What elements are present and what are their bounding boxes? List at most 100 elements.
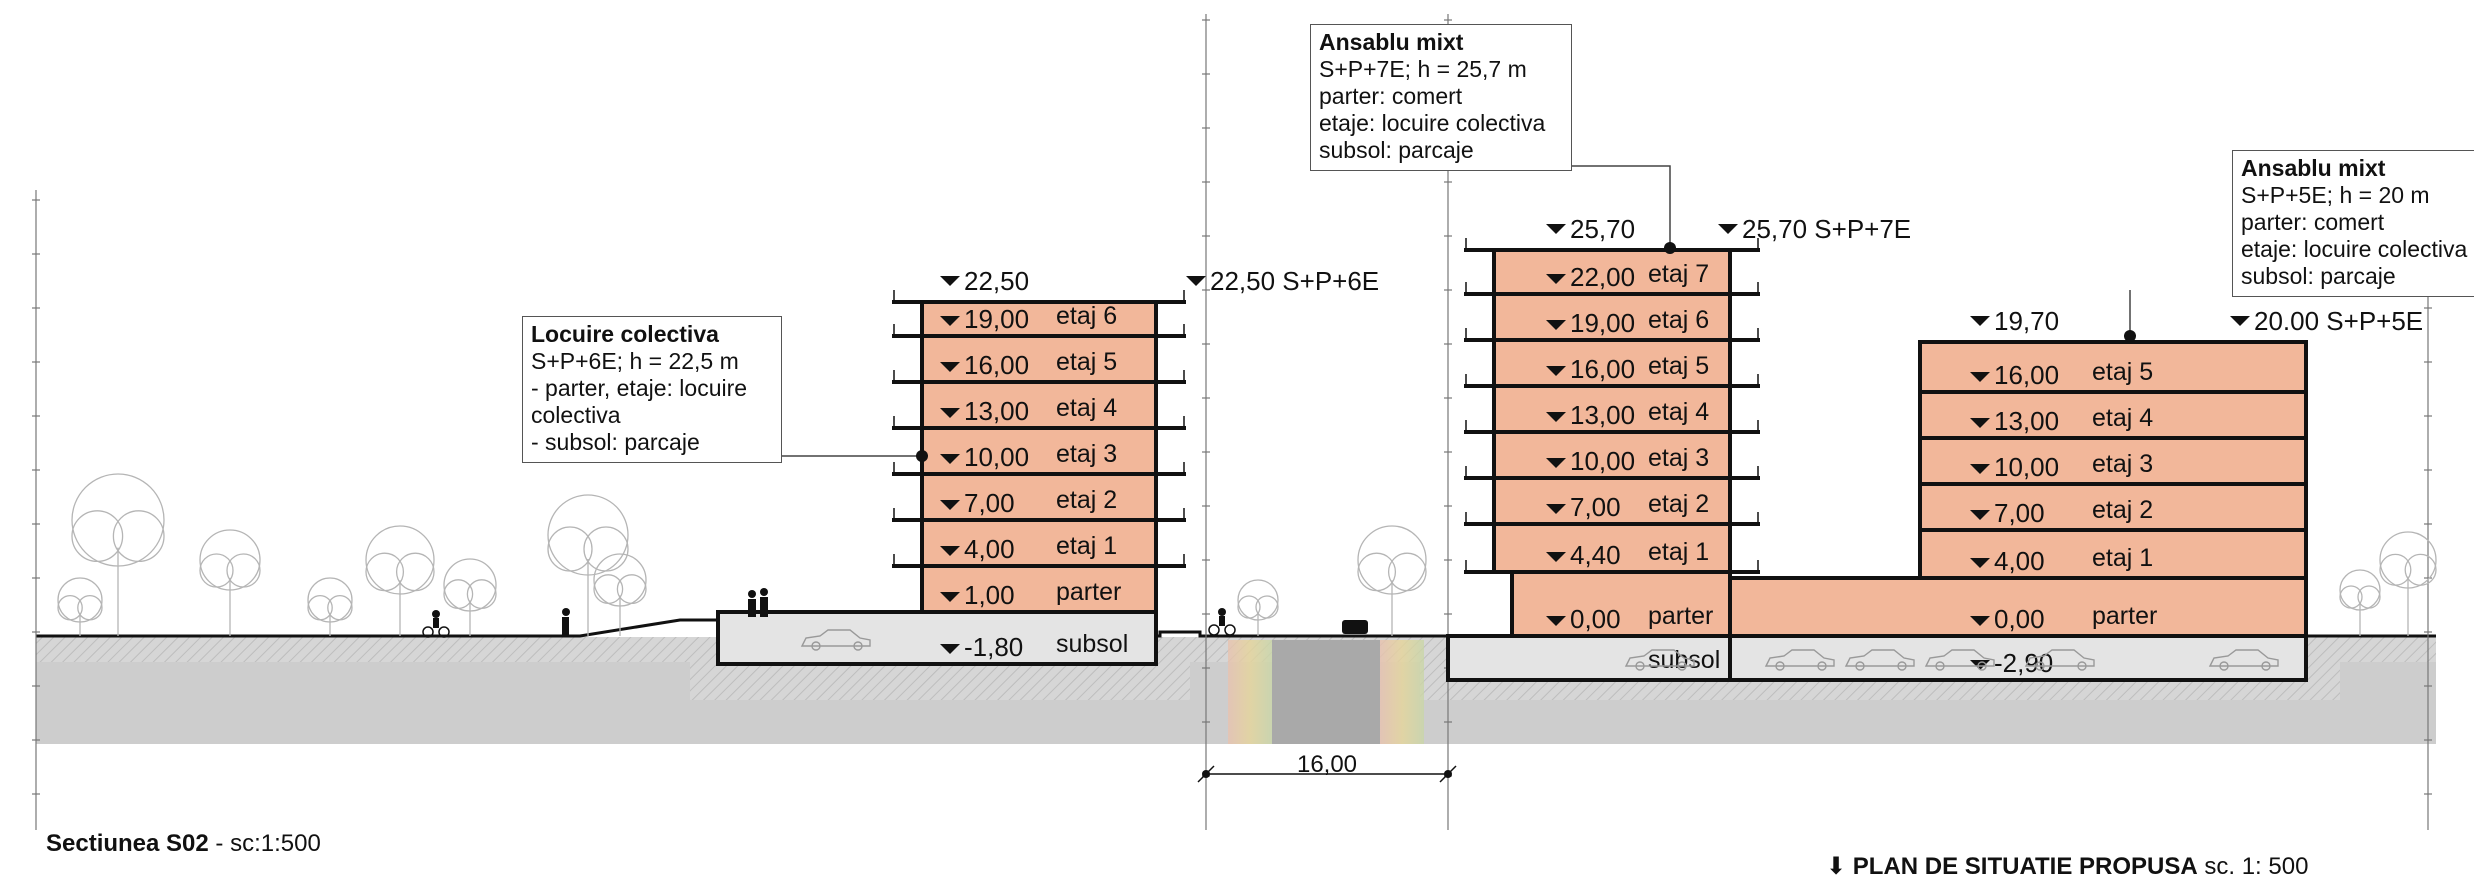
leader-dot-right xyxy=(2124,330,2136,342)
floor-slab xyxy=(1918,340,2308,394)
car xyxy=(2208,649,2279,671)
street-lane-left xyxy=(1228,640,1272,744)
floor-slab xyxy=(920,426,1158,476)
floor-slab xyxy=(1918,528,2308,580)
level-label: 19,00 xyxy=(1570,308,1635,338)
section-scale: - sc:1:500 xyxy=(215,830,321,857)
level-label: 4,40 xyxy=(1570,540,1621,570)
floor-slab xyxy=(1728,576,2308,638)
plan-arrow-icon: ⬇ xyxy=(1826,853,1847,880)
street-lane-right xyxy=(1380,640,1424,744)
basement-slab xyxy=(716,610,1158,666)
car xyxy=(1764,649,1835,671)
floor-name: etaj 6 xyxy=(1056,302,1117,330)
leader-dot-middle xyxy=(1664,242,1676,254)
floor-name: etaj 3 xyxy=(1056,440,1117,468)
floor-name: etaj 7 xyxy=(1648,260,1709,288)
level-marker-icon xyxy=(940,546,960,556)
callout-right-title: Ansablu mixt xyxy=(2241,155,2386,181)
callout-right-line: subsol: parcaje xyxy=(2241,263,2396,289)
height-marker-label: 20.00 S+P+5E xyxy=(2254,306,2423,336)
tree xyxy=(443,558,497,636)
floor-name: etaj 3 xyxy=(1648,444,1709,472)
floor-slab xyxy=(920,300,1158,338)
callout-middle-line: etaje: locuire colectiva xyxy=(1319,110,1546,136)
tree xyxy=(2339,569,2381,636)
floor-slab xyxy=(920,518,1158,568)
callout-right-line: S+P+5E; h = 20 m xyxy=(2241,182,2430,208)
level-label: 1,00 xyxy=(964,580,1015,610)
level-marker-icon xyxy=(1546,320,1566,330)
dimension-dot-right xyxy=(1444,770,1452,778)
buildings: 19,00 etaj 6 16,00 etaj 5 13,00 etaj 4 10,00 et… xyxy=(716,214,2423,682)
floor-name: etaj 3 xyxy=(2092,450,2153,478)
callout-middle-line: S+P+7E; h = 25,7 m xyxy=(1319,56,1527,82)
floor-name: etaj 5 xyxy=(2092,358,2153,386)
level-label: 10,00 xyxy=(1994,452,2059,482)
callout-right: Ansablu mixt S+P+5E; h = 20 m parter: co… xyxy=(2232,150,2474,297)
floor-slab xyxy=(920,380,1158,430)
floor-name: etaj 6 xyxy=(1648,306,1709,334)
level-marker-icon xyxy=(940,644,960,654)
tree xyxy=(199,529,261,636)
tree xyxy=(1357,525,1427,636)
section-title: Sectiunea S02 xyxy=(46,830,209,857)
level-label: -2,90 xyxy=(1994,648,2053,678)
callout-left-line: - parter, etaje: locuire xyxy=(531,375,748,401)
callout-middle-line: subsol: parcaje xyxy=(1319,137,1474,163)
section-caption: Sectiunea S02 - sc:1:500 xyxy=(46,830,321,858)
level-marker-icon xyxy=(1546,412,1566,422)
callout-middle-line: parter: comert xyxy=(1319,83,1463,109)
level-label: 4,00 xyxy=(1994,546,2045,576)
level-label: 16,00 xyxy=(964,350,1029,380)
level-label: 10,00 xyxy=(964,442,1029,472)
callout-middle: Ansablu mixt S+P+7E; h = 25,7 m parter: … xyxy=(1310,24,1572,171)
street-core xyxy=(1272,640,1380,744)
level-label: 0,00 xyxy=(1994,604,2045,634)
level-marker-icon xyxy=(1546,274,1566,284)
tree xyxy=(307,577,353,636)
floor-name: etaj 2 xyxy=(1648,490,1709,518)
callout-left-line: colectiva xyxy=(531,402,621,428)
tree xyxy=(57,577,103,636)
level-marker-icon xyxy=(940,500,960,510)
level-marker-icon xyxy=(1970,316,1990,326)
level-label: 7,00 xyxy=(1570,492,1621,522)
people xyxy=(422,588,1368,638)
callout-left-line: S+P+6E; h = 22,5 m xyxy=(531,348,739,374)
floor-name: subsol xyxy=(1056,630,1128,658)
level-marker-icon xyxy=(1970,418,1990,428)
dimension-dot-left xyxy=(1202,770,1210,778)
plan-caption: ⬇ PLAN DE SITUATIE PROPUSA sc. 1: 500 xyxy=(1826,852,2308,881)
tree xyxy=(365,525,435,636)
level-label: 4,00 xyxy=(964,534,1015,564)
height-marker-label: 22,50 S+P+6E xyxy=(1210,266,1379,296)
floor-slab xyxy=(1492,476,1732,526)
floor-name: parter xyxy=(2092,602,2157,630)
floor-slab xyxy=(920,472,1158,522)
floor-name: etaj 4 xyxy=(2092,404,2153,432)
floor-name: parter xyxy=(1648,602,1713,630)
level-marker-icon xyxy=(1546,458,1566,468)
tree xyxy=(2379,531,2437,636)
level-label: 13,00 xyxy=(1570,400,1635,430)
level-marker-icon xyxy=(1970,558,1990,568)
level-marker-icon xyxy=(1546,224,1566,234)
level-marker-icon xyxy=(1970,464,1990,474)
level-marker-icon xyxy=(1546,616,1566,626)
floor-slab xyxy=(920,334,1158,384)
level-marker-icon xyxy=(1970,510,1990,520)
height-marker-icon xyxy=(1186,276,1206,286)
car xyxy=(800,629,871,651)
floor-name: etaj 4 xyxy=(1648,398,1709,426)
level-label: 10,00 xyxy=(1570,446,1635,476)
level-marker-icon xyxy=(1546,552,1566,562)
tree xyxy=(547,494,629,636)
tree xyxy=(71,473,165,636)
cars xyxy=(800,629,2279,671)
floor-slab xyxy=(1492,338,1732,388)
plan-caption-scale: sc. 1: 500 xyxy=(2204,853,2309,880)
